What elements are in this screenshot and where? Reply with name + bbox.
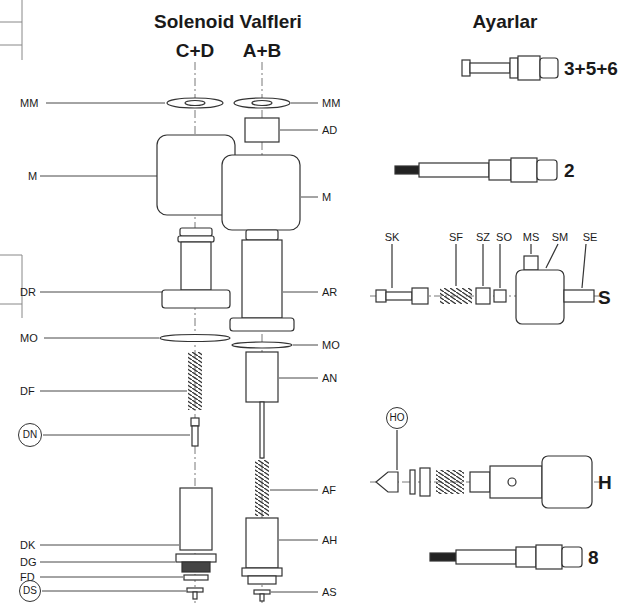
part-label: MM <box>20 98 38 109</box>
part-label: M <box>322 192 331 203</box>
part-label: MM <box>322 98 340 109</box>
part-label: AS <box>322 587 337 598</box>
callout-circle: DN <box>18 423 42 447</box>
part-label: SE <box>583 232 598 243</box>
part-label: AF <box>322 485 336 496</box>
part-label: AH <box>322 535 337 546</box>
group-number: 2 <box>564 161 575 180</box>
callout-circle: HO <box>386 407 408 429</box>
part-label: MO <box>20 333 38 344</box>
part-label: AN <box>322 373 337 384</box>
part-label: M <box>28 171 37 182</box>
part-label: MS <box>523 232 540 243</box>
group-number: H <box>598 473 612 492</box>
part-label: HO <box>390 413 405 423</box>
part-label: SK <box>385 232 400 243</box>
part-label: DF <box>20 386 35 397</box>
part-label: DG <box>20 557 37 568</box>
column-heading: C+D <box>176 41 215 60</box>
heading: Solenoid Valfleri <box>154 12 302 31</box>
group-number: 3+5+6 <box>564 59 618 78</box>
heading: Ayarlar <box>473 12 538 31</box>
callout-circle: DS <box>19 580 41 602</box>
part-label: DR <box>20 287 36 298</box>
part-label: DN <box>23 430 37 440</box>
part-label: DK <box>20 540 35 551</box>
part-label: AR <box>322 287 337 298</box>
group-number: 8 <box>588 548 599 567</box>
part-label: SF <box>449 232 463 243</box>
group-number: S <box>598 288 611 307</box>
part-label: SM <box>552 232 569 243</box>
part-label: SO <box>496 232 512 243</box>
part-label: MO <box>322 340 340 351</box>
part-label: DS <box>23 586 37 596</box>
part-label: SZ <box>476 232 490 243</box>
part-label: AD <box>322 125 337 136</box>
column-heading: A+B <box>243 41 282 60</box>
